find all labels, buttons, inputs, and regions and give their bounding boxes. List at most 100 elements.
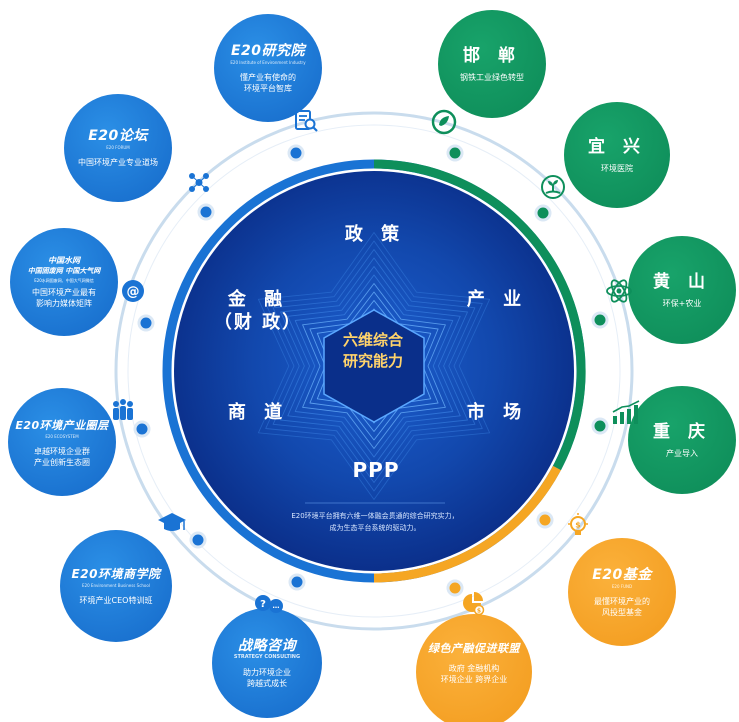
core-capability: 六维综合 研究能力 [332, 330, 414, 374]
node-yixing-desc: 环境医院 [601, 163, 633, 173]
lightbulb-icon: $ [568, 513, 588, 535]
dim-policy: 政 策 [344, 224, 406, 245]
ring-connector-dot [287, 144, 305, 162]
svg-text:…: … [273, 602, 280, 610]
green-arc [373, 159, 586, 471]
people-network-icon [189, 173, 209, 192]
node-institute-subtitle: E20 Institute of Environment Industry [230, 59, 306, 65]
node-forum-desc: 中国环境产业专业道场 [78, 158, 158, 167]
node-forum-subtitle: E20 FORUM [106, 145, 130, 150]
star-contours [257, 232, 491, 500]
desc-line-1: E20环境平台拥有六维一体融会贯通的综合研究实力， [291, 512, 459, 520]
node-huangshan[interactable]: 黄 山 环保+农业 [628, 236, 736, 344]
node-alliance-title: 绿色产融促进联盟 [428, 641, 520, 655]
pie-coin-icon: $ [463, 592, 485, 616]
node-fund-title: E20基金 [592, 566, 652, 583]
node-school[interactable]: E20环境商学院 E20 Environment Business School… [60, 530, 172, 642]
dim-business: 商 道 [227, 402, 289, 423]
node-institute-title: E20研究院 [230, 42, 306, 59]
node-ecosystem-desc-2: 产业创新生态圈 [34, 457, 90, 467]
orange-arc [373, 465, 561, 583]
node-alliance-desc: 政府 金融机构 环境企业 跨界企业 [441, 663, 508, 685]
node-media-desc: 中国环境产业最有 影响力媒体矩阵 [32, 287, 96, 309]
node-alliance-desc-2: 环境企业 跨界企业 [440, 674, 508, 684]
node-consulting-title: 战略咨询 [238, 637, 296, 654]
ring-connector-dot [446, 579, 464, 597]
node-media-line3: E20水网固废网、中国大气网微信 [34, 278, 94, 283]
dim-ppp: PPP [352, 458, 400, 482]
guide-ring [127, 124, 621, 618]
svg-text:$: $ [477, 608, 481, 615]
star-contour [280, 257, 468, 475]
research-report-icon [295, 110, 318, 132]
outer-ring [114, 111, 634, 631]
star-contour [316, 300, 432, 432]
node-alliance-desc-1: 政府 金融机构 [448, 663, 500, 673]
dim-industry: 产 业 [466, 289, 528, 310]
node-handan-desc: 钢铁工业绿色转型 [460, 72, 524, 82]
star-contour [287, 266, 461, 466]
core-hexagon [323, 309, 425, 423]
node-fund-desc-1: 最懂环境产业的 [594, 596, 650, 606]
atom-icon [606, 279, 632, 303]
center-description: E20环境平台拥有六维一体融会贯通的综合研究实力， 成为生态平台系统的驱动力。 [270, 510, 480, 534]
node-media-desc-2: 影响力媒体矩阵 [36, 299, 92, 308]
star-contour [294, 274, 454, 458]
core-line-2: 研究能力 [342, 352, 403, 370]
node-school-title: E20环境商学院 [71, 567, 161, 581]
node-huangshan-desc: 环保+农业 [662, 298, 702, 308]
node-handan[interactable]: 邯 郸 钢铁工业绿色转型 [438, 10, 546, 118]
ring-connector-dot [534, 204, 552, 222]
node-chongqing-title: 重 庆 [653, 421, 711, 442]
node-alliance[interactable]: 绿色产融促进联盟 政府 金融机构 环境企业 跨界企业 [416, 614, 532, 722]
graduation-cap-icon [158, 513, 186, 531]
node-school-desc: 环境产业CEO特训班 [79, 596, 153, 605]
node-media-line2: 中国固废网 中国大气网 [27, 267, 101, 275]
node-institute-desc-1: 懂产业有使命的 [240, 72, 296, 82]
node-yixing-title: 宜 兴 [588, 136, 646, 157]
node-institute[interactable]: E20研究院 E20 Institute of Environment Indu… [214, 14, 322, 122]
node-forum[interactable]: E20论坛 E20 FORUM 中国环境产业专业道场 [64, 94, 172, 202]
svg-text:$: $ [575, 521, 581, 530]
speech-bubbles-icon: ? … [255, 595, 283, 613]
node-ecosystem-desc: 卓越环境企业群 产业创新生态圈 [34, 446, 90, 468]
star-contour [302, 283, 446, 449]
star-contour [272, 249, 476, 483]
dim-market: 市 场 [466, 402, 528, 423]
node-handan-title: 邯 郸 [463, 45, 521, 66]
node-media[interactable]: 中国水网 中国固废网 中国大气网 E20水网固废网、中国大气网微信 中国环境产业… [10, 228, 118, 336]
node-yixing[interactable]: 宜 兴 环境医院 [564, 102, 670, 208]
node-fund-subtitle: E20 FUND [611, 583, 633, 589]
node-forum-title: E20论坛 [88, 128, 148, 144]
star-contour [265, 240, 483, 492]
node-ecosystem-title: E20环境产业圈层 [15, 418, 109, 432]
star-contour [309, 291, 439, 441]
node-consulting-desc-2: 跨越式成长 [247, 678, 287, 688]
svg-text:@: @ [127, 285, 140, 300]
node-ecosystem[interactable]: E20环境产业圈层 E20 ECOSYSTEM 卓越环境企业群 产业创新生态圈 [8, 388, 116, 496]
ring-connector-dot [591, 311, 609, 329]
node-consulting-subtitle: STRATEGY CONSULTING [233, 653, 301, 660]
node-ecosystem-subtitle: E20 ECOSYSTEM [45, 433, 79, 439]
recycle-leaf-icon [431, 109, 457, 135]
star-contour [257, 232, 491, 500]
ring-connector-dot [591, 417, 609, 435]
growth-chart-icon [612, 400, 640, 424]
node-media-line1: 中国水网 [48, 256, 80, 265]
node-ecosystem-desc-1: 卓越环境企业群 [34, 446, 90, 456]
plant-hand-icon [541, 175, 565, 199]
svg-text:?: ? [260, 599, 266, 610]
node-consulting[interactable]: 战略咨询 STRATEGY CONSULTING 助力环境企业 跨越式成长 [212, 608, 322, 718]
node-fund[interactable]: E20基金 E20 FUND 最懂环境产业的 风投型基金 [568, 538, 676, 646]
dim-finance-sub: （财 政） [213, 312, 303, 333]
node-chongqing-desc: 产业导入 [666, 448, 698, 458]
core-line-1: 六维综合 [342, 331, 403, 349]
group-people-icon [113, 399, 133, 420]
node-fund-desc: 最懂环境产业的 风投型基金 [594, 596, 650, 618]
desc-line-2: 成为生态平台系统的驱动力。 [329, 524, 421, 532]
node-chongqing[interactable]: 重 庆 产业导入 [628, 386, 736, 494]
node-huangshan-title: 黄 山 [653, 271, 711, 292]
node-consulting-desc: 助力环境企业 跨越式成长 [243, 667, 291, 689]
at-sign-icon: @ [122, 280, 144, 302]
